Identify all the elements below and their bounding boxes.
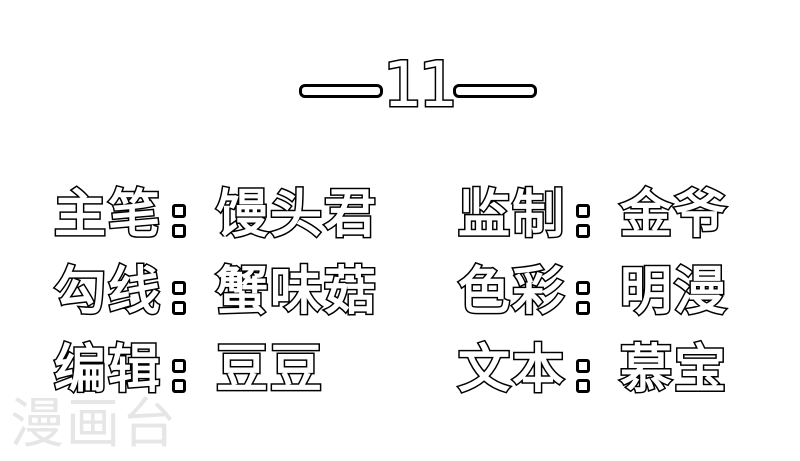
credit-coloring: 色彩 明漫 bbox=[456, 261, 729, 324]
credit-label: 勾线 bbox=[52, 261, 163, 324]
watermark-logo: 漫画台 bbox=[10, 392, 178, 455]
chapter-dash-right bbox=[453, 84, 537, 98]
colon-icon bbox=[172, 359, 187, 393]
credit-label: 色彩 bbox=[456, 261, 567, 324]
chapter-number: 11 bbox=[382, 48, 460, 121]
credit-label: 监制 bbox=[456, 184, 567, 247]
colon-icon bbox=[172, 281, 187, 315]
chapter-heading: 11 bbox=[0, 48, 800, 122]
credit-value: 金爷 bbox=[619, 184, 729, 247]
credit-value: 豆豆 bbox=[215, 339, 325, 402]
credit-supervisor: 监制 金爷 bbox=[456, 184, 729, 247]
colon-icon bbox=[576, 204, 591, 238]
credit-script: 文本 慕宝 bbox=[456, 339, 729, 402]
colon-icon bbox=[172, 204, 187, 238]
credit-line-art: 勾线 蟹味菇 bbox=[52, 261, 379, 324]
colon-icon bbox=[576, 359, 591, 393]
credit-main-artist: 主笔 馒头君 bbox=[52, 184, 379, 247]
chapter-dash-left bbox=[299, 84, 383, 98]
credit-label: 编辑 bbox=[52, 339, 163, 402]
credit-label: 文本 bbox=[456, 339, 567, 402]
credit-value: 蟹味菇 bbox=[215, 261, 379, 324]
credit-editor: 编辑 豆豆 bbox=[52, 339, 325, 402]
credit-value: 慕宝 bbox=[619, 339, 729, 402]
credit-label: 主笔 bbox=[52, 184, 163, 247]
credit-value: 明漫 bbox=[619, 261, 729, 324]
credit-value: 馒头君 bbox=[215, 184, 379, 247]
colon-icon bbox=[576, 281, 591, 315]
